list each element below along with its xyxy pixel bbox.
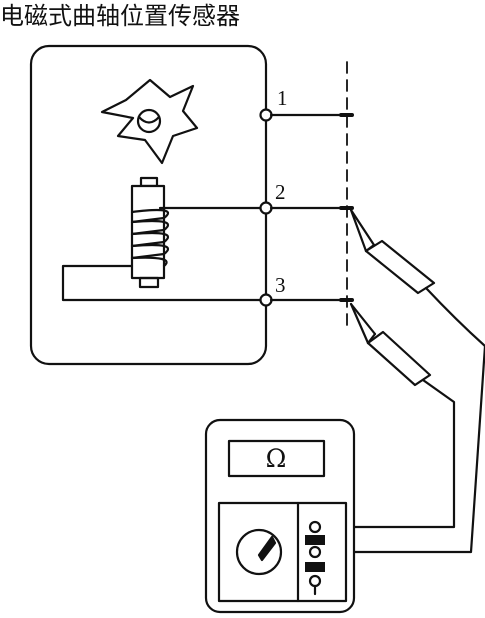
probe-icon bbox=[313, 302, 456, 529]
terminal-1 bbox=[259, 108, 273, 122]
terminal-label-3: 3 bbox=[275, 273, 286, 297]
terminal-3 bbox=[259, 293, 273, 307]
trigger-wheel-icon bbox=[100, 78, 199, 165]
meter-display-value: Ω bbox=[266, 444, 287, 473]
jack-icon bbox=[305, 520, 325, 596]
pickup-coil-icon bbox=[130, 176, 170, 289]
diagram-title: 电磁式曲轴位置传感器 bbox=[0, 2, 240, 30]
multimeter bbox=[204, 418, 356, 614]
terminal-label-1: 1 bbox=[277, 86, 288, 110]
meter-display bbox=[227, 439, 326, 478]
selector-dial-icon bbox=[235, 528, 283, 576]
probe-icon bbox=[349, 208, 485, 348]
probe-lead bbox=[313, 344, 485, 554]
terminal-2 bbox=[259, 201, 273, 215]
coil-lead-bottom bbox=[61, 264, 268, 302]
terminal-label-2: 2 bbox=[275, 180, 286, 204]
